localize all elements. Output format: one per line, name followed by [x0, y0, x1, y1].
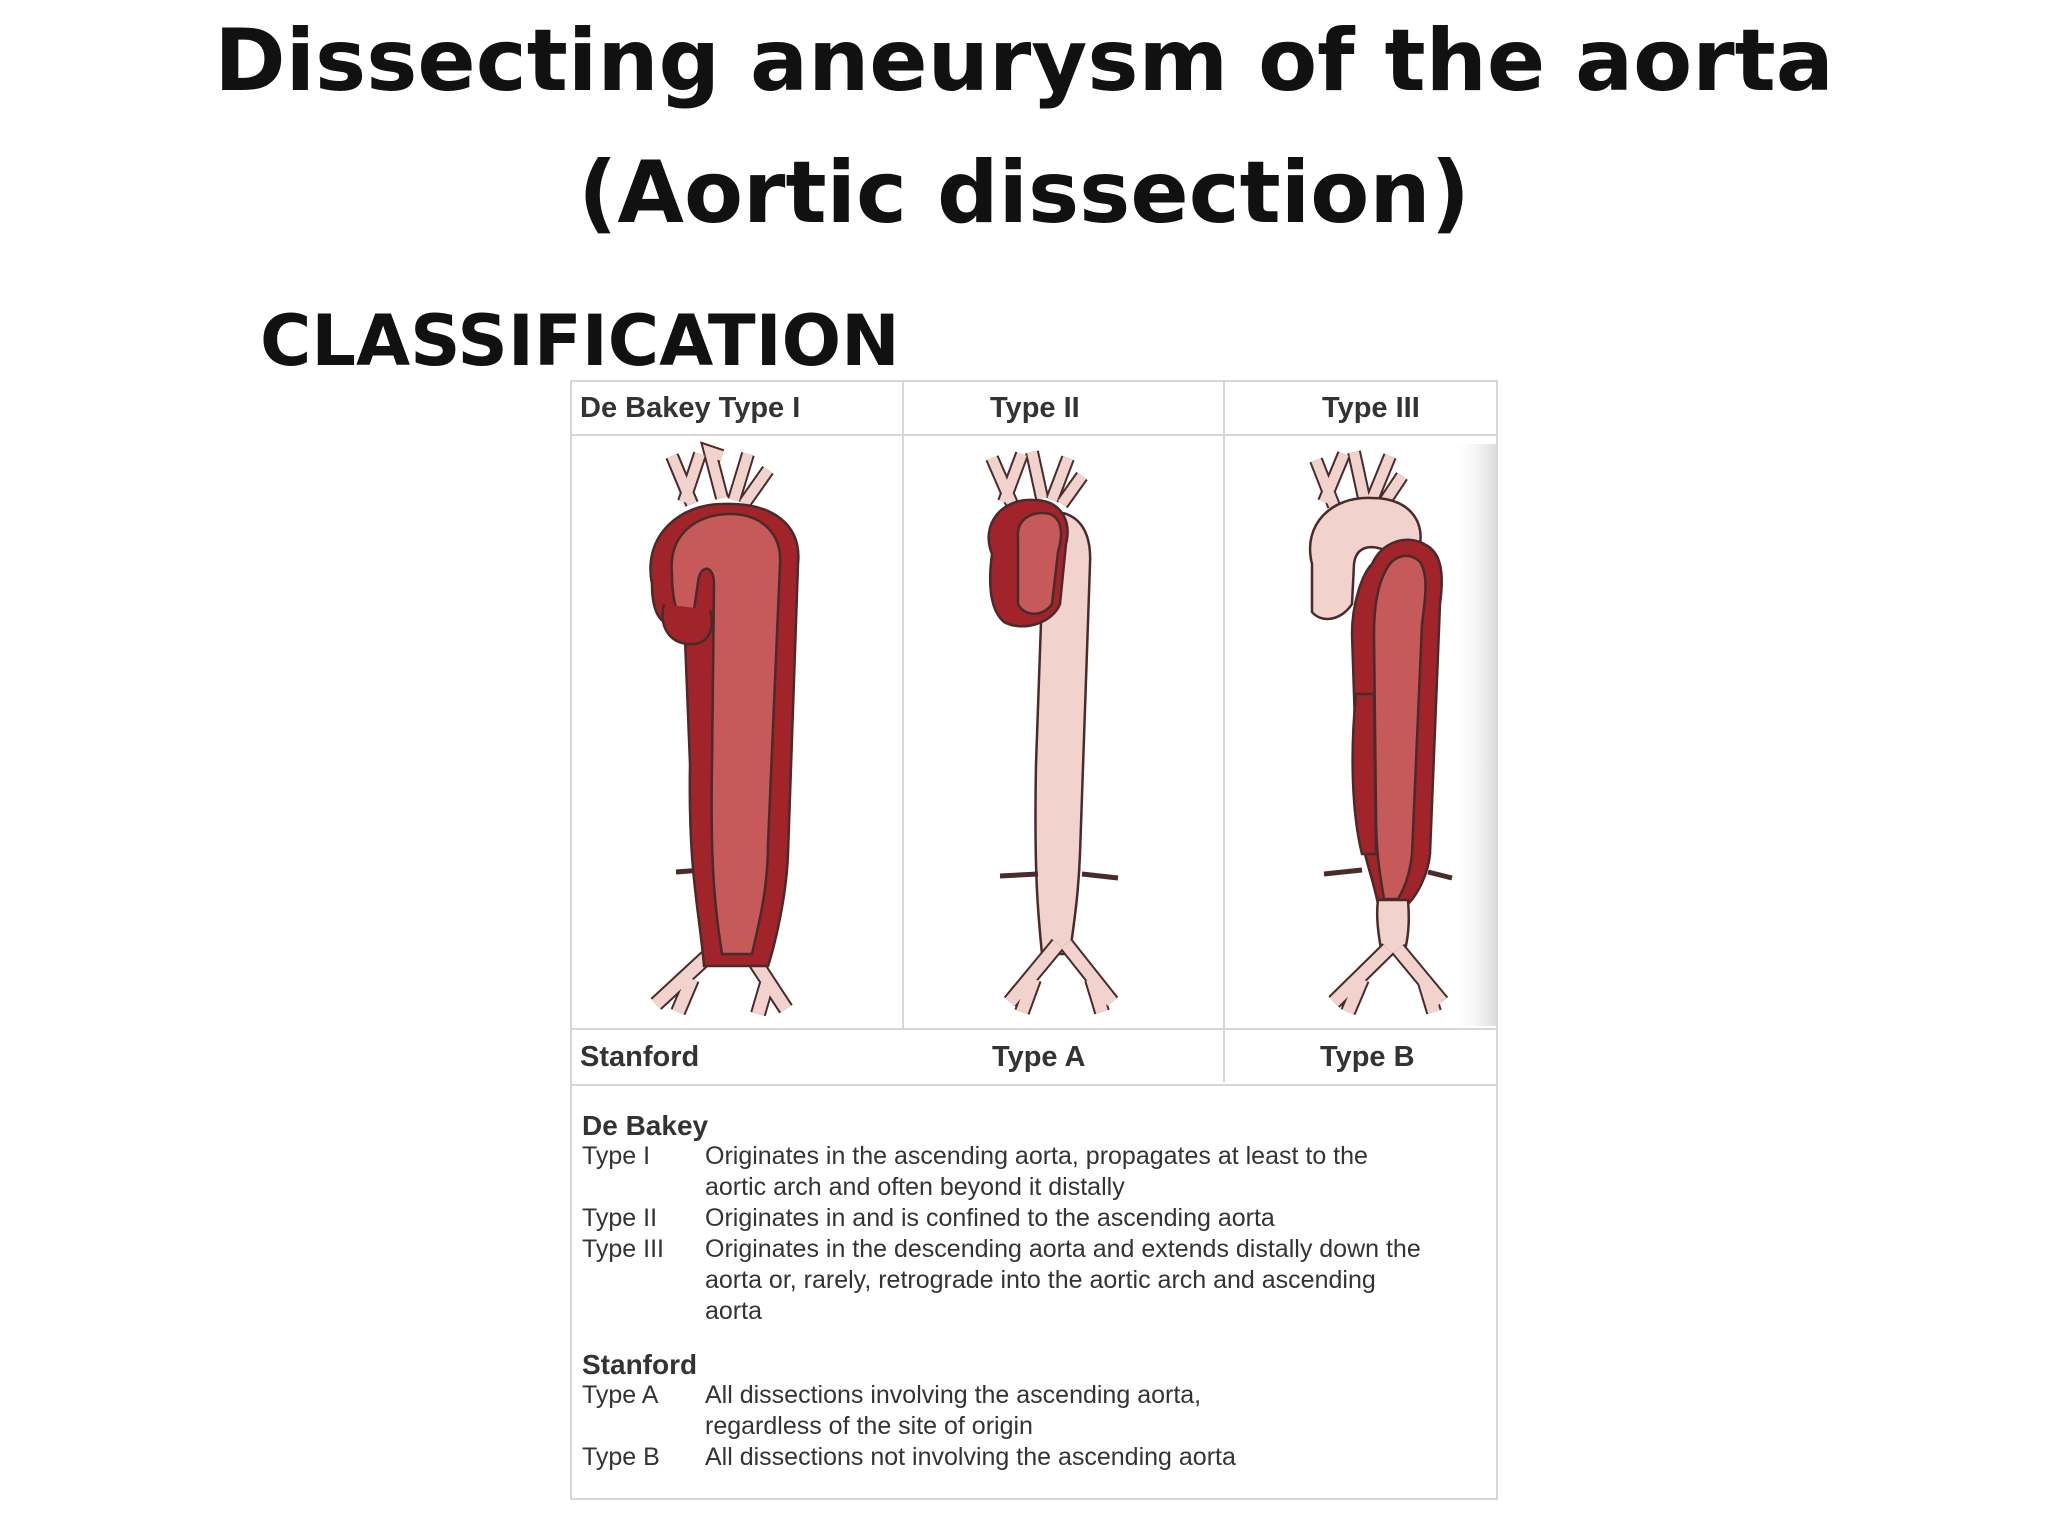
legend-stanford-list: Type A All dissections involving the asce…: [582, 1380, 1482, 1473]
footer-type-b: Type B: [1320, 1040, 1415, 1073]
figure-header-row: De Bakey Type I Type II Type III: [572, 382, 1496, 436]
aorta-type-3: [1308, 450, 1453, 1016]
legend-stanford-heading: Stanford: [582, 1349, 698, 1380]
branch-vessel: [1329, 944, 1447, 1015]
header-type-2: Type II: [990, 391, 1080, 424]
legend-row: regardless of the site of origin: [582, 1411, 1482, 1442]
legend-row: Type A All dissections involving the asce…: [582, 1380, 1482, 1411]
legend-type-key: Type I: [582, 1142, 651, 1170]
footer-stanford: Stanford: [580, 1040, 700, 1073]
branch-vessel: [667, 444, 773, 507]
branch-vessel: [987, 450, 1087, 507]
legend-description: aortic arch and often beyond it distally: [705, 1173, 1125, 1201]
branch-vessel: [651, 949, 792, 1016]
page-title-line-1: Dissecting aneurysm of the aorta: [214, 11, 1834, 111]
legend-type-key: Type A: [582, 1381, 659, 1409]
legend-description: aorta: [705, 1297, 762, 1325]
legend-row: Type III Originates in the descending aor…: [582, 1234, 1482, 1265]
legend-row: aorta: [582, 1296, 1482, 1327]
branch-vessel: [1311, 450, 1407, 509]
legend-row: aorta or, rarely, retrograde into the ao…: [582, 1265, 1482, 1296]
legend-description: regardless of the site of origin: [705, 1412, 1033, 1440]
legend-description: aorta or, rarely, retrograde into the ao…: [705, 1266, 1376, 1294]
legend-debakey-list: Type I Originates in the ascending aorta,…: [582, 1141, 1482, 1327]
legend-type-key: Type B: [582, 1443, 660, 1471]
page-title-line-2: (Aortic dissection): [578, 143, 1470, 243]
scan-shadow: [1452, 444, 1496, 1026]
classification-figure: De Bakey Type I Type II Type III: [570, 380, 1498, 1500]
legend-type-key: Type II: [582, 1204, 658, 1232]
legend: De Bakey Type I Originates in the ascendi…: [582, 1110, 1482, 1473]
header-debakey-type-1: De Bakey Type I: [580, 391, 801, 424]
legend-row: Type II Originates in and is confined to …: [582, 1203, 1482, 1234]
legend-row: aortic arch and often beyond it distally: [582, 1172, 1482, 1203]
legend-description: Originates in and is confined to the asc…: [705, 1204, 1275, 1232]
branch-vessel: [1005, 940, 1117, 1015]
legend-description: All dissections not involving the ascend…: [705, 1443, 1236, 1471]
legend-type-key: Type III: [582, 1235, 664, 1263]
legend-row: Type B All dissections not involving the …: [582, 1442, 1482, 1473]
footer-type-a: Type A: [992, 1040, 1086, 1073]
figure-footer-row: Stanford Type A Type B: [572, 1028, 1496, 1086]
legend-row: Type I Originates in the ascending aorta,…: [582, 1141, 1482, 1172]
aorta-diagrams: [649, 441, 1496, 1026]
legend-description: Originates in the ascending aorta, propa…: [705, 1142, 1368, 1170]
legend-debakey-heading: De Bakey: [582, 1110, 709, 1141]
aorta-type-2: [985, 450, 1119, 1015]
legend-description: All dissections involving the ascending …: [705, 1381, 1202, 1409]
column-divider: [1223, 382, 1225, 1082]
section-heading: CLASSIFICATION: [260, 300, 900, 382]
header-type-3: Type III: [1322, 391, 1420, 424]
legend-description: Originates in the descending aorta and e…: [705, 1235, 1421, 1263]
column-divider: [902, 382, 904, 1028]
aorta-type-1: [649, 441, 800, 1017]
